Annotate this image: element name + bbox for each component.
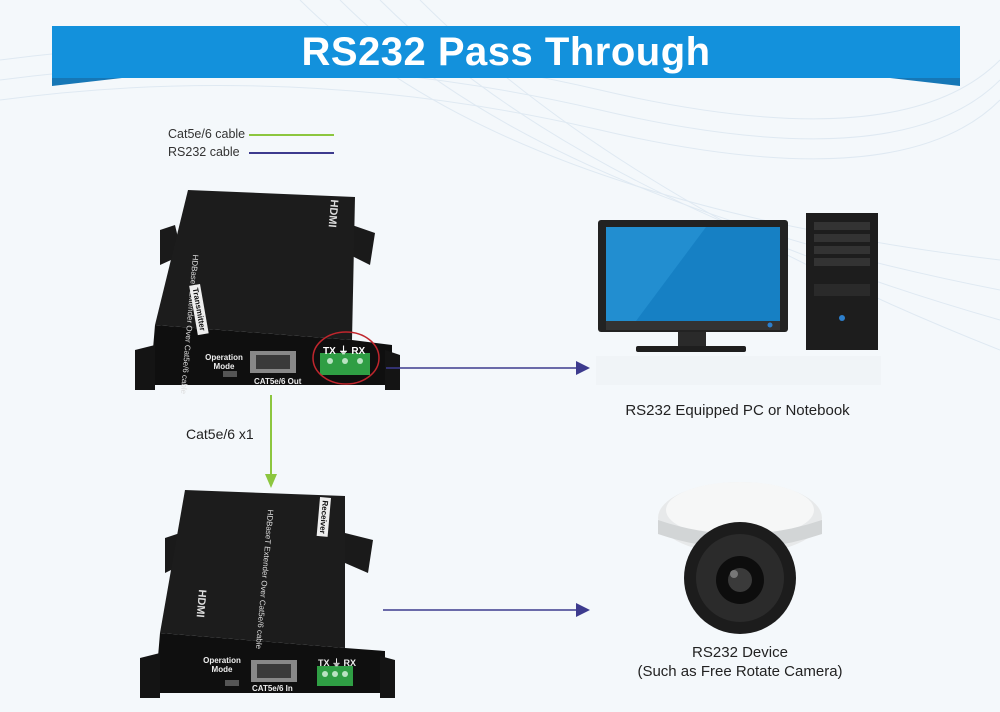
rs232-arrowhead-top [576,361,590,375]
legend-label-rs232: RS232 cable [168,145,240,159]
receiver-rs232-label: TX ⏚ RX [318,658,357,668]
title-banner: RS232 Pass Through [52,26,960,86]
camera-illustration [658,482,822,634]
cat5-link-label: Cat5e/6 x1 [186,426,254,442]
cat5-arrowhead [265,474,277,488]
rs232-arrowhead-bottom [576,603,590,617]
camera-caption-line2: (Such as Free Rotate Camera) [637,663,843,680]
legend-label-cat5: Cat5e/6 cable [168,127,246,141]
page-title: RS232 Pass Through [301,30,711,74]
pc-caption: RS232 Equipped PC or Notebook [625,402,850,419]
transmitter-mode-label: Operation Mode [205,353,243,371]
receiver-port-label: CAT5e/6 In [252,684,293,693]
legend-line-rs232 [249,152,334,154]
transmitter-rs232-label: TX ⏚ RX [323,346,366,357]
receiver-mode-label: Operation Mode [203,656,241,674]
transmitter-device [135,190,400,390]
camera-caption-line1: RS232 Device [692,644,788,661]
receiver-device [140,490,395,698]
transmitter-port-label: CAT5e/6 Out [254,377,302,386]
pc-illustration [596,213,881,385]
legend-line-cat5 [249,134,334,136]
